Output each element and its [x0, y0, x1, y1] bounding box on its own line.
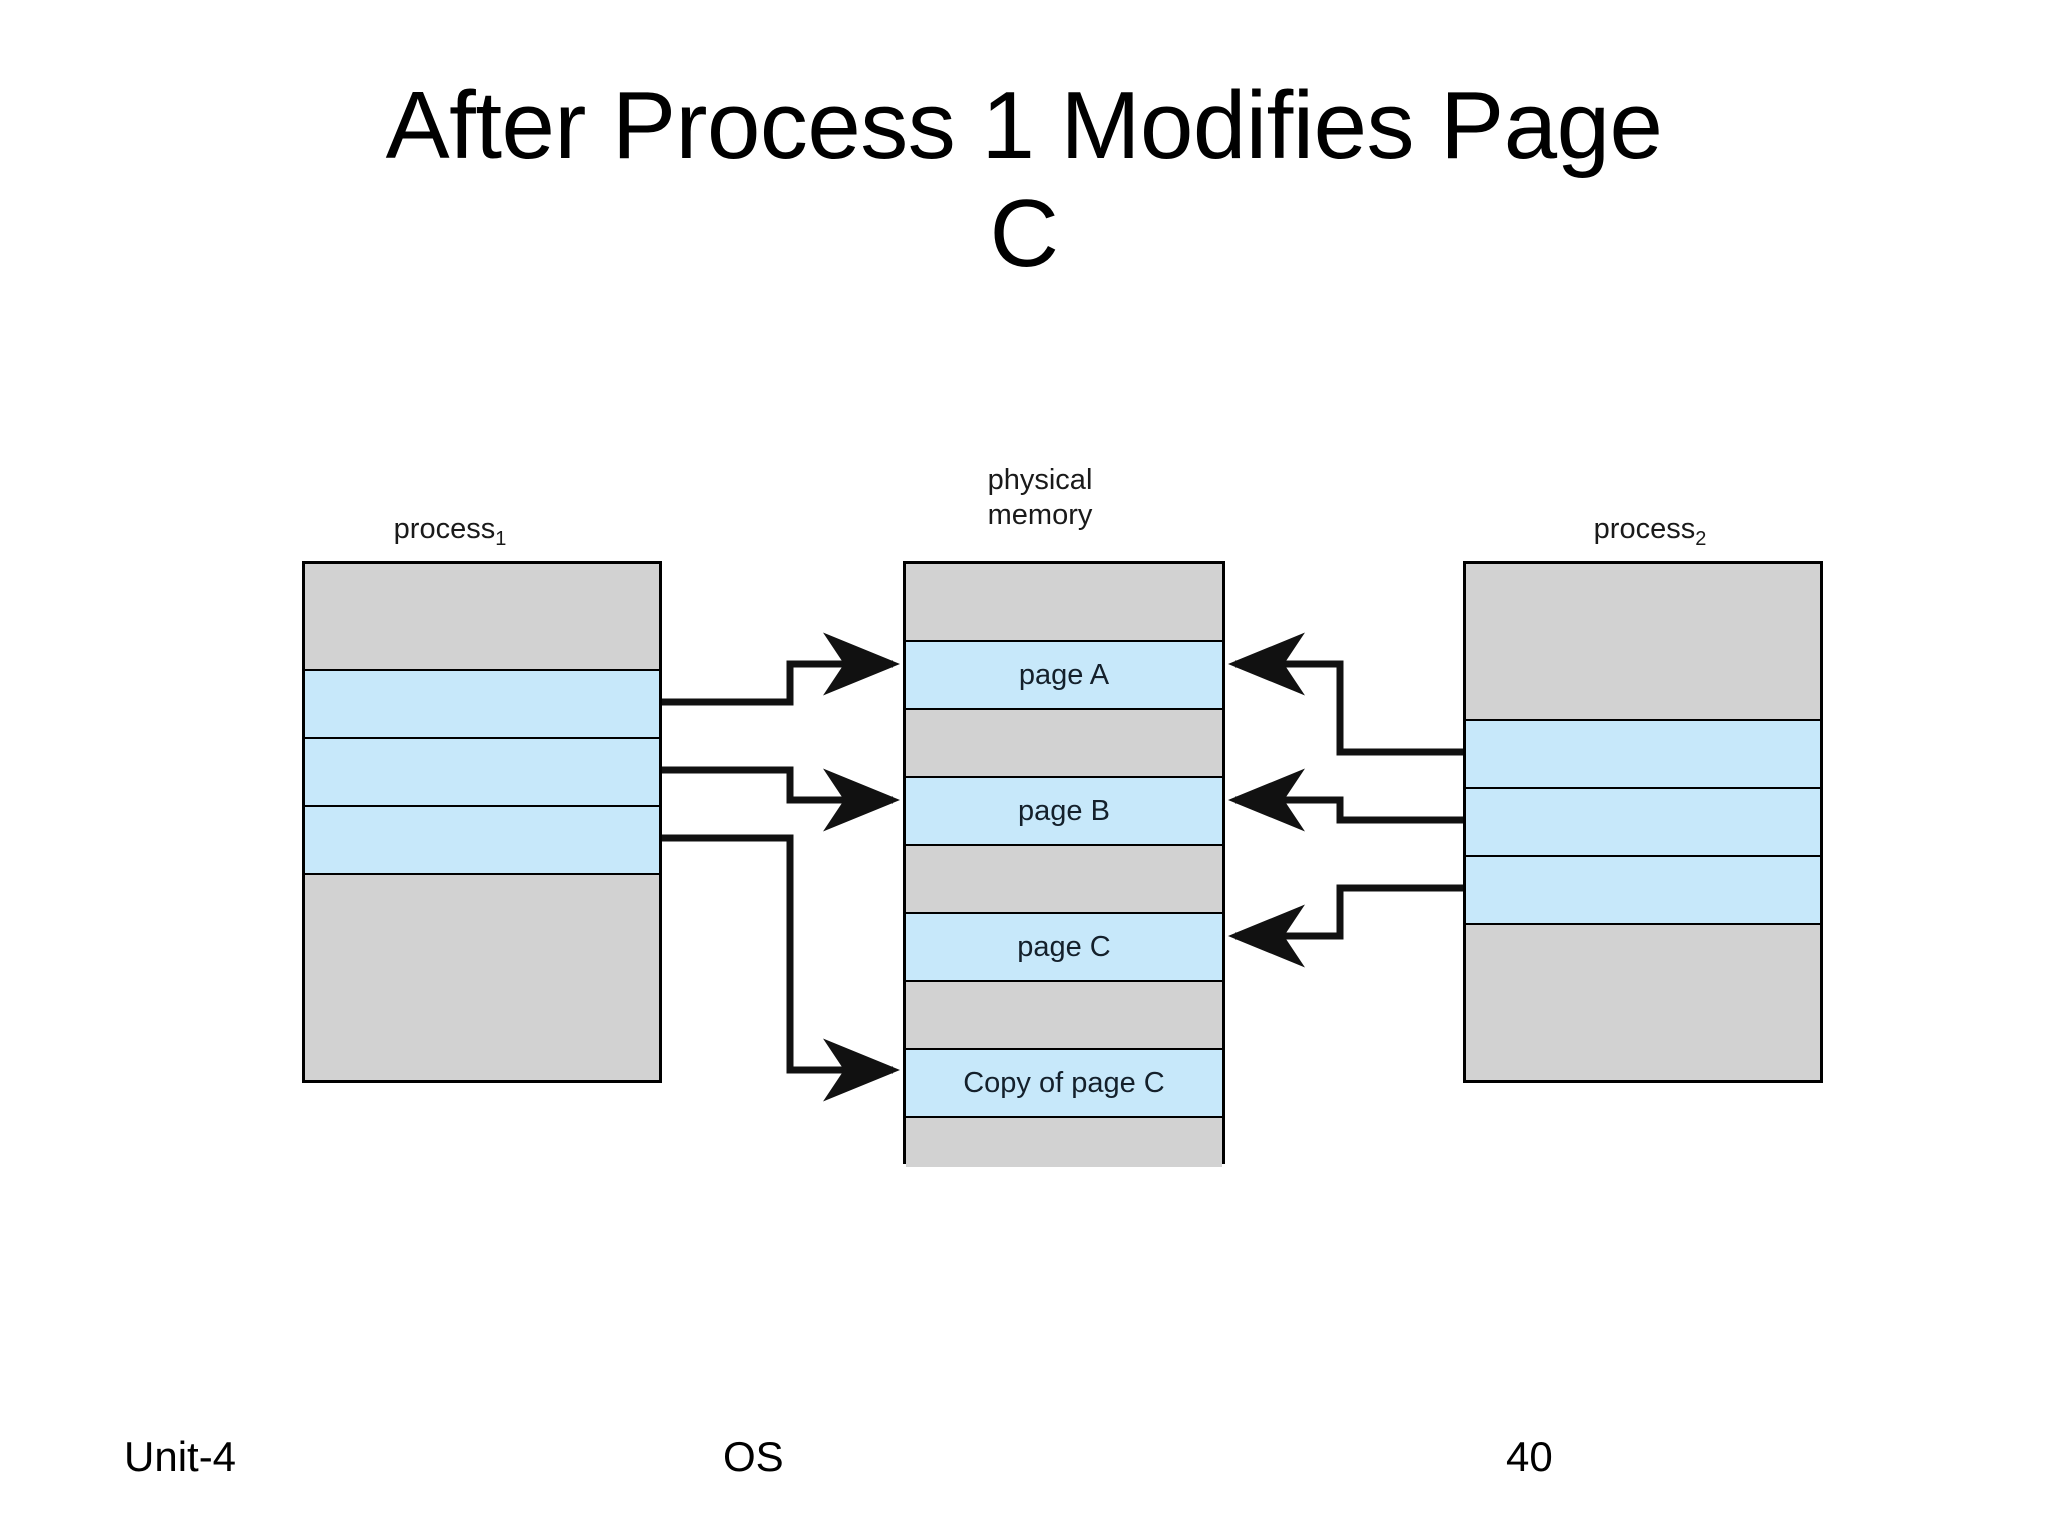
process1-memory-column [302, 561, 662, 1083]
process2-cell-2 [1466, 789, 1820, 857]
arrow-process2-to-page-c [1228, 884, 1463, 968]
process2-label: process2 [1500, 512, 1800, 550]
footer-subject-label: OS [723, 1433, 784, 1480]
process2-cell-0 [1466, 564, 1820, 721]
physical-cell-4 [906, 846, 1222, 914]
arrow-process2-to-page-a [1228, 632, 1463, 756]
physical-cell-2 [906, 710, 1222, 778]
process1-label-text: process [393, 513, 496, 545]
physical-cell-0 [906, 564, 1222, 642]
footer-page-number: 40 [1506, 1433, 1553, 1480]
process1-cell-4 [305, 875, 659, 1080]
process2-memory-column [1463, 561, 1823, 1083]
process1-cell-0 [305, 564, 659, 671]
physical-memory-label: physical memory [987, 464, 1093, 532]
arrow-process1-to-page-a [662, 632, 900, 706]
physical-cell-page-c: page C [906, 914, 1222, 982]
arrow-process1-to-page-b [662, 766, 900, 832]
process2-label-subscript: 2 [1695, 527, 1707, 550]
physical-cell-8 [906, 1118, 1222, 1167]
process1-cell-3 [305, 807, 659, 875]
physical-cell-6 [906, 982, 1222, 1050]
physical-cell-copy-of-page-c: Copy of page C [906, 1050, 1222, 1118]
footer-unit-label: Unit-4 [124, 1433, 237, 1480]
page-title: After Process 1 Modifies Page C [385, 72, 1663, 287]
arrow-process1-to-copy-of-page-c [662, 834, 900, 1102]
process1-cell-1 [305, 671, 659, 739]
process2-label-text: process [1593, 513, 1696, 545]
process2-cell-1 [1466, 721, 1820, 789]
arrow-process2-to-page-b [1228, 768, 1463, 832]
physical-cell-page-a: page A [906, 642, 1222, 710]
physical-memory-column: page A page B page C Copy of page C [903, 561, 1225, 1167]
physical-cell-page-b: page B [906, 778, 1222, 846]
process1-cell-2 [305, 739, 659, 807]
process2-cell-3 [1466, 857, 1820, 925]
process1-label-subscript: 1 [495, 527, 507, 550]
process2-cell-4 [1466, 925, 1820, 1080]
process1-label: process1 [300, 512, 600, 550]
